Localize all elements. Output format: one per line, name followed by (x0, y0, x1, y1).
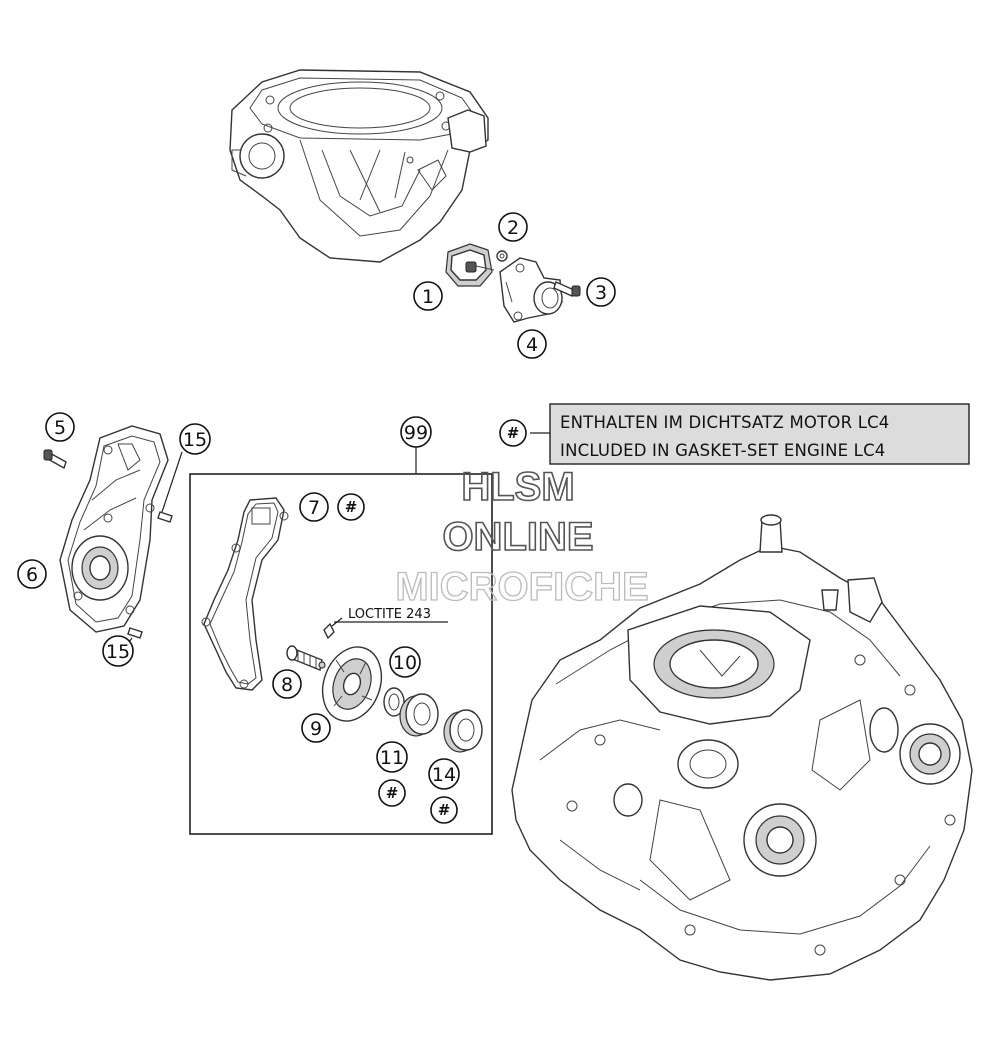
shaft-seal-illustration (399, 693, 439, 737)
screw-illustration (43, 449, 67, 470)
water-pump-cover-illustration (59, 425, 169, 633)
pump-shaft-illustration (286, 645, 326, 671)
engine-case-illustration (511, 514, 973, 981)
thermostat-housing-illustration (499, 257, 563, 323)
repair-kit-frame (189, 446, 493, 835)
callout-15-bottom: 15 (102, 635, 134, 667)
callout-15-top-label: 15 (183, 429, 207, 451)
callout-99-label: 99 (404, 422, 428, 444)
callout-10: 10 (389, 646, 421, 678)
gasket-marker-7-label: # (345, 498, 358, 516)
cylinder-illustration (229, 69, 489, 263)
callout-9-label: 9 (310, 718, 322, 740)
note-line-1: ENTHALTEN IM DICHTSATZ MOTOR LC4 (560, 413, 890, 432)
dowel-pin-illustration (127, 511, 173, 639)
callout-14-label: 14 (432, 764, 456, 786)
callout-14: 14 (428, 758, 460, 790)
callout-11-label: 11 (380, 747, 404, 769)
callout-15-top: 15 (179, 423, 211, 455)
callout-2-label: 2 (507, 217, 519, 239)
callout-7-label: 7 (308, 497, 320, 519)
shaft-seal-2-illustration (443, 709, 483, 753)
gasket-set-note: ENTHALTEN IM DICHTSATZ MOTOR LC4 INCLUDE… (549, 403, 970, 465)
gasket-marker-14: # (430, 796, 458, 824)
gasket-marker-11-label: # (386, 784, 399, 802)
gasket-marker-legend-label: # (507, 424, 520, 442)
watermark-line-1: HLSM (461, 465, 574, 509)
callout-1-label: 1 (422, 286, 434, 308)
callout-2: 2 (498, 212, 528, 242)
callout-99: 99 (400, 416, 432, 448)
callout-15-bottom-label: 15 (106, 641, 130, 663)
gasket-marker-7: # (337, 493, 365, 521)
callout-8: 8 (272, 669, 302, 699)
callout-1: 1 (413, 281, 443, 311)
callout-6-label: 6 (26, 564, 38, 586)
callout-11: 11 (376, 741, 408, 773)
callout-3-label: 3 (595, 282, 607, 304)
bolt-illustration (553, 281, 581, 297)
loctite-label: LOCTITE 243 (348, 607, 431, 622)
callout-7: 7 (299, 492, 329, 522)
callout-9: 9 (301, 713, 331, 743)
callout-5-label: 5 (54, 417, 66, 439)
impeller-illustration (321, 646, 383, 722)
watermark: HLSM ONLINE MICROFICHE (395, 464, 650, 609)
callout-5: 5 (45, 412, 75, 442)
gasket-marker-legend: # (499, 419, 527, 447)
callout-8-label: 8 (281, 674, 293, 696)
gasket-marker-11: # (378, 779, 406, 807)
callout-3: 3 (586, 277, 616, 307)
gasket-illustration (201, 497, 289, 691)
watermark-line-3: MICROFICHE (395, 565, 648, 609)
callout-4: 4 (517, 329, 547, 359)
o-ring-illustration (496, 250, 508, 262)
watermark-line-2: ONLINE (442, 515, 593, 559)
gasket-marker-14-label: # (438, 801, 451, 819)
callout-4-label: 4 (526, 334, 538, 356)
lock-washer-illustration (323, 617, 343, 640)
thermostat-illustration (445, 243, 495, 287)
callout-6: 6 (17, 559, 47, 589)
callout-10-label: 10 (393, 652, 417, 674)
note-line-2: INCLUDED IN GASKET-SET ENGINE LC4 (560, 441, 886, 460)
